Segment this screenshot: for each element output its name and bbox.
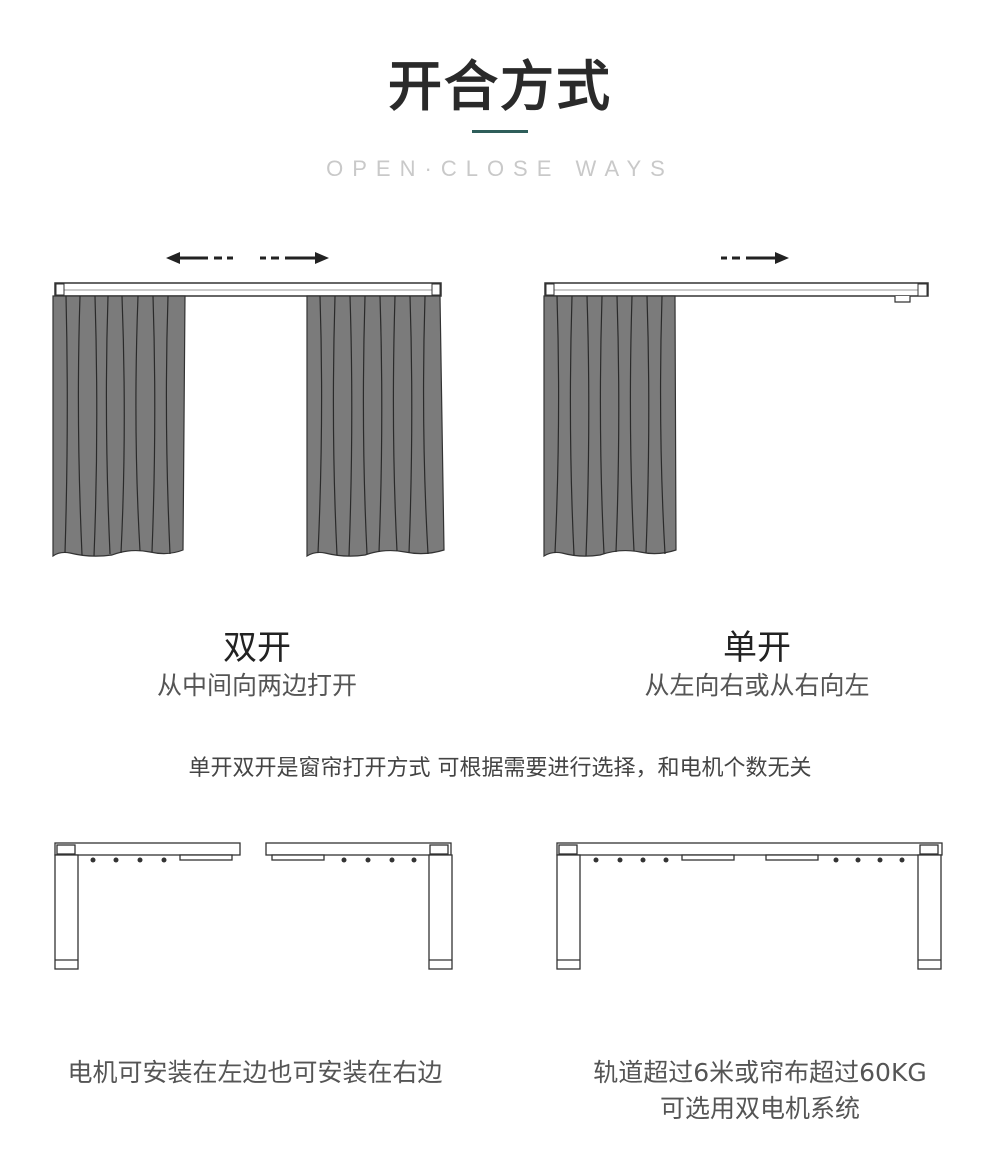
motor-position-caption: 电机可安装在左边也可安装在右边	[67, 1058, 443, 1087]
single-open-illustration	[543, 252, 929, 558]
runner-hooks	[593, 857, 905, 863]
double-open-left-curtain	[52, 295, 186, 558]
single-open-rail	[544, 282, 929, 303]
double-open-right-curtain	[306, 295, 445, 558]
double-open-title: 双开	[223, 628, 291, 668]
dual-motor-caption-line1: 轨道超过6米或帘布超过60KG	[593, 1058, 927, 1087]
arrow-left-icon	[166, 252, 233, 264]
double-open-rail	[54, 282, 442, 297]
selection-note: 单开双开是窗帘打开方式 可根据需要进行选择，和电机个数无关	[188, 756, 812, 781]
page-title: 开合方式	[388, 55, 612, 118]
double-open-description: 从中间向两边打开	[156, 671, 357, 700]
arrow-right-icon	[260, 252, 329, 264]
page-subtitle: OPEN·CLOSE WAYS	[326, 156, 674, 181]
single-open-description: 从左向右或从右向左	[644, 671, 870, 700]
dual-motor-caption-line2: 可选用双电机系统	[659, 1094, 860, 1123]
arrow-right-icon	[721, 252, 789, 264]
double-open-illustration	[52, 252, 445, 558]
single-open-title: 单开	[723, 628, 791, 668]
runner-hooks	[90, 857, 417, 863]
single-open-curtain	[543, 295, 677, 558]
title-divider	[472, 130, 528, 133]
